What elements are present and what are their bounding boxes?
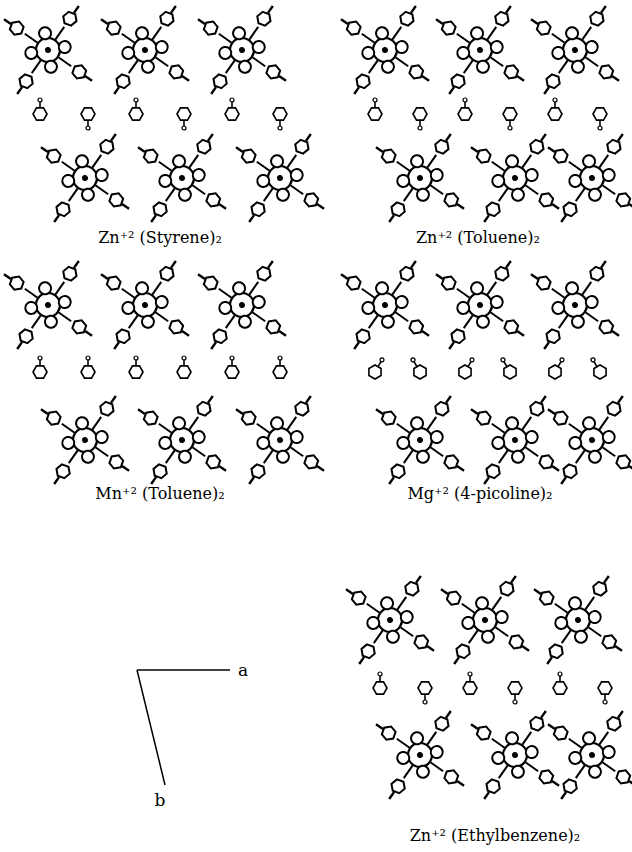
guest-molecule xyxy=(373,672,387,694)
porphyrin xyxy=(436,6,524,94)
guest-molecule xyxy=(33,356,47,378)
guest-molecule xyxy=(496,355,519,381)
guest-molecule xyxy=(553,672,567,694)
porphyrin xyxy=(471,396,559,484)
guest-molecule xyxy=(586,355,609,381)
guest-molecule xyxy=(273,108,287,130)
porphyrin xyxy=(138,396,226,484)
porphyrin xyxy=(376,134,464,222)
guest-molecule xyxy=(508,682,522,704)
guest-molecule xyxy=(418,682,432,704)
packing-panel xyxy=(346,576,632,799)
porphyrin xyxy=(198,6,286,94)
panel-caption: Zn⁺² (Styrene)₂ xyxy=(98,228,222,247)
panel-caption: Mg⁺² (4-picoline)₂ xyxy=(407,484,552,503)
guest-molecule xyxy=(177,108,191,130)
porphyrin xyxy=(548,134,632,222)
guest-molecule xyxy=(177,356,191,378)
guest-molecule xyxy=(33,98,47,120)
porphyrin xyxy=(548,396,632,484)
panel-caption: Zn⁺² (Ethylbenzene)₂ xyxy=(410,826,581,845)
packing-panel xyxy=(4,6,324,222)
guest-molecule xyxy=(129,356,143,378)
guest-molecule xyxy=(593,108,607,130)
porphyrin xyxy=(198,261,286,349)
axis-label: a xyxy=(238,660,248,680)
porphyrin xyxy=(531,6,619,94)
porphyrin xyxy=(376,396,464,484)
guest-molecule xyxy=(81,356,95,378)
guest-molecule xyxy=(456,355,479,381)
porphyrin xyxy=(346,576,434,664)
axis-line xyxy=(137,670,165,785)
guest-molecule xyxy=(406,355,429,381)
porphyrin xyxy=(376,711,464,799)
guest-molecule xyxy=(129,98,143,120)
cell-axes xyxy=(137,670,230,785)
guest-molecule xyxy=(225,98,239,120)
porphyrin xyxy=(548,711,632,799)
guest-molecule xyxy=(366,355,389,381)
porphyrin xyxy=(41,134,129,222)
panel-caption: Mn⁺² (Toluene)₂ xyxy=(95,484,224,503)
porphyrin xyxy=(341,261,429,349)
guest-molecule xyxy=(503,108,517,130)
porphyrin xyxy=(531,261,619,349)
porphyrin xyxy=(41,396,129,484)
packing-panel xyxy=(4,261,324,484)
guest-molecule xyxy=(463,672,477,694)
guest-molecule xyxy=(273,356,287,378)
panel-caption: Zn⁺² (Toluene)₂ xyxy=(416,228,540,247)
guest-molecule xyxy=(458,98,472,120)
porphyrin xyxy=(4,6,92,94)
porphyrin xyxy=(101,6,189,94)
porphyrin xyxy=(236,396,324,484)
guest-molecule xyxy=(546,355,569,381)
porphyrin xyxy=(4,261,92,349)
porphyrin xyxy=(138,134,226,222)
porphyrin xyxy=(236,134,324,222)
guest-molecule xyxy=(413,108,427,130)
guest-molecule xyxy=(368,98,382,120)
porphyrin xyxy=(441,576,529,664)
porphyrin xyxy=(341,6,429,94)
porphyrin xyxy=(471,711,559,799)
packing-panel xyxy=(341,261,632,484)
porphyrin xyxy=(471,134,559,222)
guest-molecule xyxy=(225,356,239,378)
packing-panel xyxy=(341,6,632,222)
porphyrin xyxy=(534,576,622,664)
axis-label: b xyxy=(155,790,166,810)
guest-molecule xyxy=(598,682,612,704)
porphyrin xyxy=(436,261,524,349)
guest-molecule xyxy=(548,98,562,120)
porphyrin xyxy=(101,261,189,349)
axis-line xyxy=(137,669,230,671)
guest-molecule xyxy=(81,108,95,130)
